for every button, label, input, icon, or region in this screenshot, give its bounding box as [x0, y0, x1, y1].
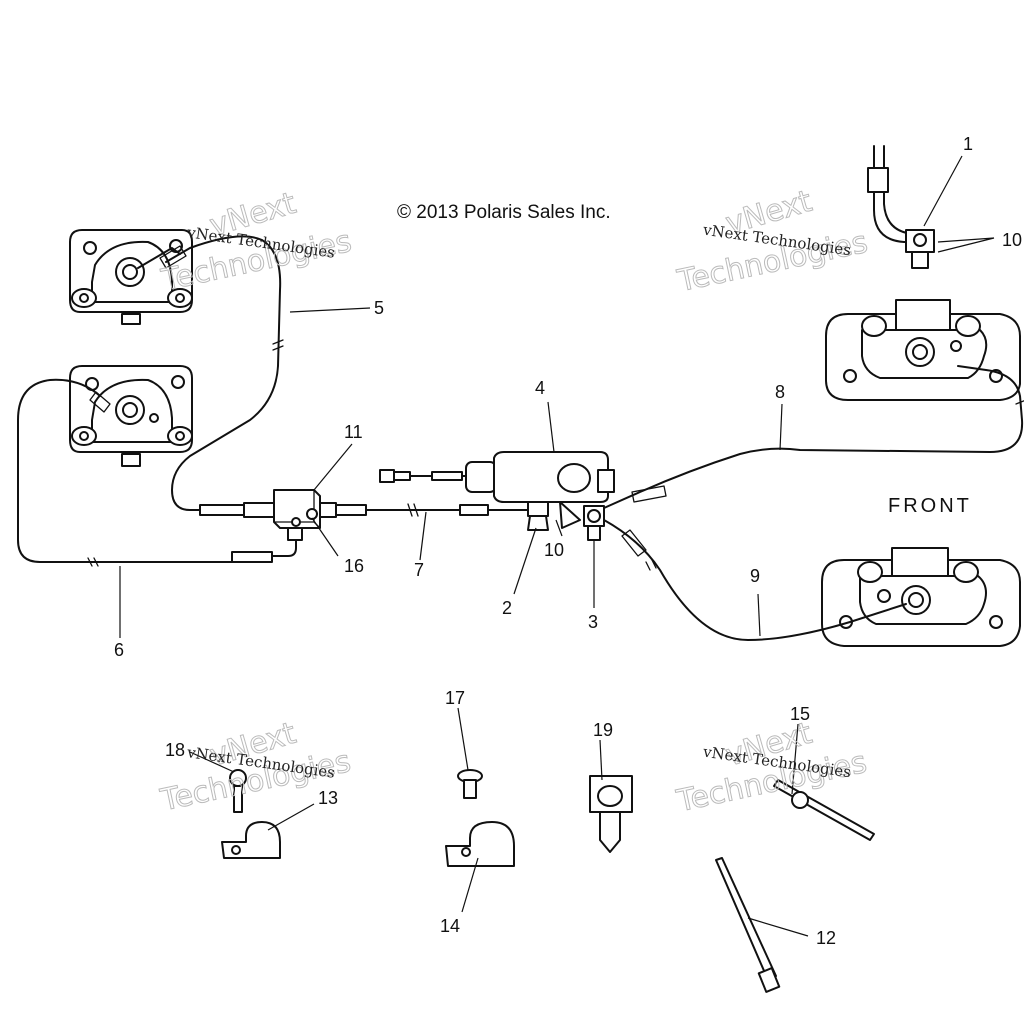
- front-caliper-lower: [821, 547, 1021, 647]
- clip-13: [221, 821, 281, 859]
- callout-5: 5: [374, 298, 384, 318]
- watermark-upper-right: vNext Technologies vNext Technologies: [673, 183, 871, 300]
- copyright-text: © 2013 Polaris Sales Inc.: [397, 202, 611, 223]
- rear-caliper-lower: [69, 365, 193, 467]
- watermark-lower-right: vNext Technologies vNext Technologies: [673, 715, 871, 820]
- callout-18: 18: [165, 740, 185, 760]
- callout-1: 1: [963, 134, 973, 154]
- callout-numbers: 1 2 3 4 5 6 7 8 9 10 10 11 12 13 14 15 1…: [114, 134, 1022, 948]
- callout-10-lower: 10: [544, 540, 564, 560]
- clip-14: [445, 821, 515, 867]
- callout-6: 6: [114, 640, 124, 660]
- front-caliper-upper: [825, 299, 1021, 401]
- callout-10-upper: 10: [1002, 230, 1022, 250]
- fittings-rear: [199, 502, 303, 563]
- master-cylinder-4: [379, 451, 615, 529]
- holder-19: [589, 775, 633, 853]
- callout-4: 4: [535, 378, 545, 398]
- front-label: FRONT: [888, 495, 972, 517]
- brake-line-8: [603, 365, 1024, 509]
- brake-line-7: [335, 503, 531, 517]
- callout-16: 16: [344, 556, 364, 576]
- callout-19: 19: [593, 720, 613, 740]
- leader-lines: [119, 155, 995, 937]
- screw-17: [457, 769, 483, 799]
- tee-block-11: [273, 489, 337, 529]
- cable-tie-12: [715, 857, 781, 993]
- banjo-fitting-1: [867, 145, 935, 269]
- brake-line-5: [159, 235, 284, 511]
- rear-caliper-upper: [69, 229, 193, 325]
- callout-3: 3: [588, 612, 598, 632]
- cable-tie-15: [773, 779, 875, 841]
- rivet-18: [229, 769, 247, 813]
- callout-9: 9: [750, 566, 760, 586]
- callout-15: 15: [790, 704, 810, 724]
- callout-13: 13: [318, 788, 338, 808]
- tee-fitting-3: [583, 505, 605, 541]
- brake-line-6: [17, 378, 233, 567]
- callout-8: 8: [775, 382, 785, 402]
- callout-2: 2: [502, 598, 512, 618]
- callout-14: 14: [440, 916, 460, 936]
- brake-line-9: [603, 519, 907, 641]
- callout-11: 11: [344, 422, 363, 442]
- callout-7: 7: [414, 560, 424, 580]
- callout-17: 17: [445, 688, 465, 708]
- banjo-bolt-10: [527, 501, 549, 531]
- callout-12: 12: [816, 928, 836, 948]
